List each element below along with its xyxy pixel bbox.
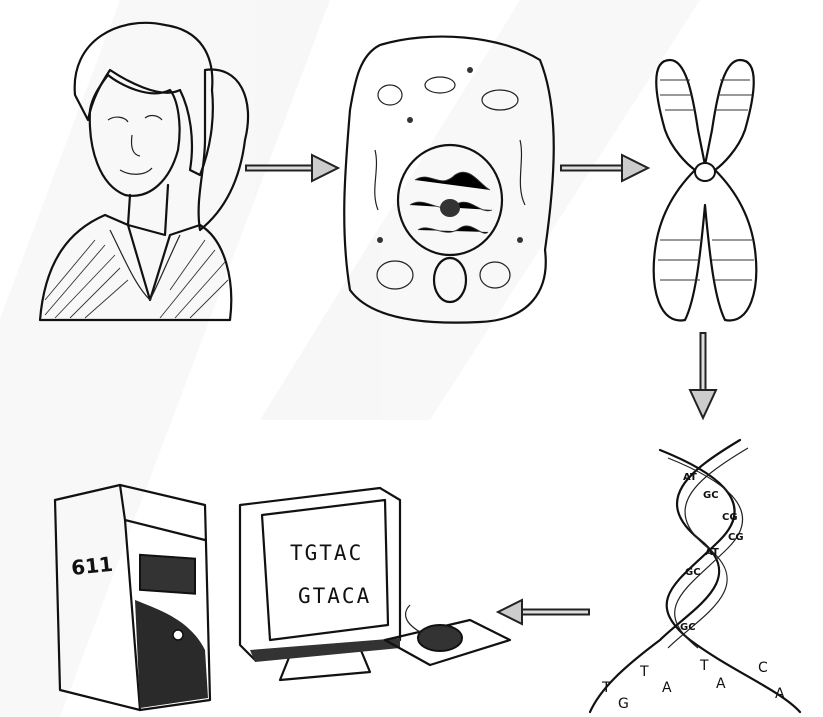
chromosome-illustration [654,60,757,320]
arrow-dna-to-computer [498,600,590,624]
base-pair-label: AT [705,547,719,558]
strand-base: A [716,676,726,692]
strand-base: T [601,680,611,696]
strand-base: T [699,658,709,674]
arrow-chromosome-to-dna [690,332,716,418]
dna-helix-illustration: AT GC CG AT GC CG GC T G T A T A C A [590,440,800,712]
strand-base: A [775,686,785,702]
tower-label: 611 [70,552,114,580]
monitor-line-2: GTACA [298,584,371,608]
base-pair-label: GC [680,622,696,633]
strand-base: A [662,680,672,696]
monitor-line-1: TGTAC [290,541,363,565]
strand-base: G [618,696,629,712]
strand-base: C [758,660,768,676]
base-pair-label: AT [683,472,697,483]
strand-base: T [639,664,649,680]
base-pair-label: CG [722,512,738,523]
base-pair-label: CG [728,532,744,543]
base-pair-label: GC [685,567,701,578]
base-pair-label: GC [703,490,719,501]
